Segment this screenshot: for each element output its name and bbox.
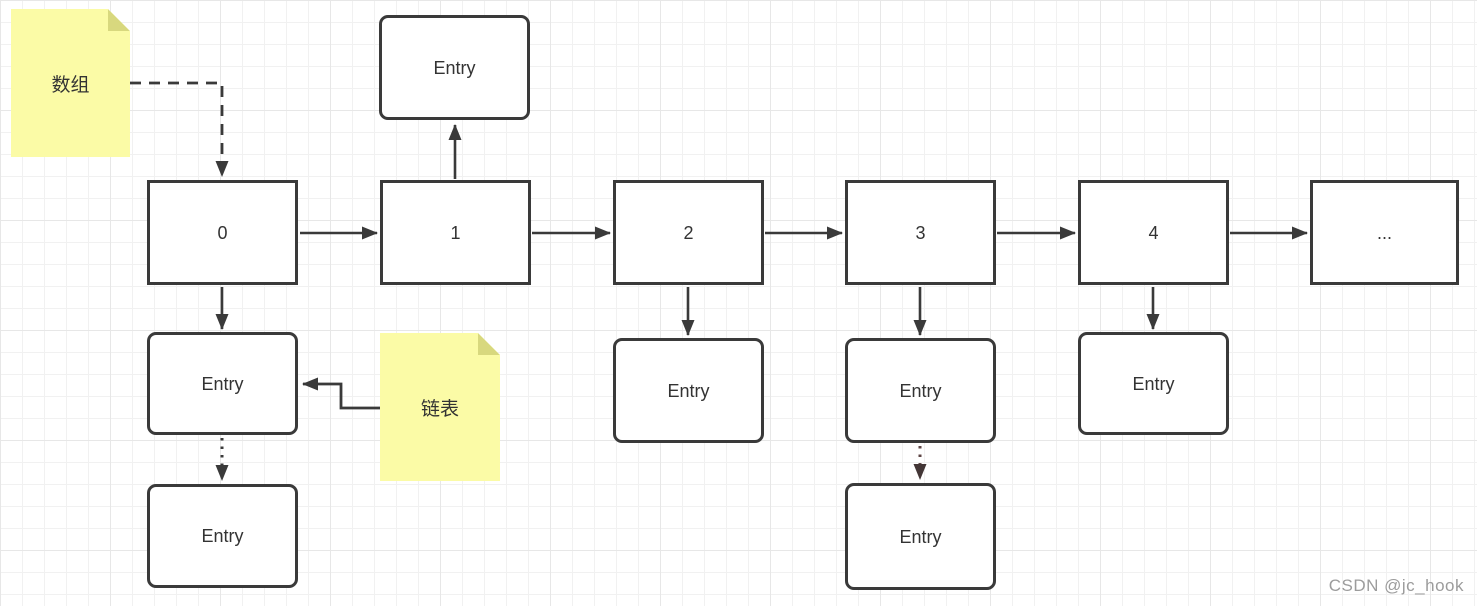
array-note-label: 数组 [51,74,90,96]
array-cell-1: 1 [380,180,531,285]
array-cell-2: 2 [613,180,764,285]
cell-label: 1 [450,222,461,243]
cell-label: 2 [683,222,694,243]
note-fold-corner [478,333,500,355]
dashed-arrow-array-note-to-cell0 [130,81,229,177]
entry-label: Entry [201,373,244,394]
array-cell-more: ... [1310,180,1459,285]
entry-chain-3: Entry [845,483,996,590]
entry-label: Entry [899,526,942,547]
array-cell-0: 0 [147,180,298,285]
entry-label: Entry [433,57,476,78]
entry-label: Entry [899,380,942,401]
entry-label: Entry [1132,373,1175,394]
sticky-note-array: 数组 [11,9,130,157]
cell-label: 3 [915,222,926,243]
entry-label: Entry [667,380,710,401]
cell-label: ... [1376,222,1392,243]
arrow-list-note-to-entry0 [302,377,380,410]
array-cell-3: 3 [845,180,996,285]
cell-label: 4 [1148,222,1159,243]
entry-above-cell1: Entry [379,15,530,120]
entry-bucket-4: Entry [1078,332,1229,435]
csdn-watermark: CSDN @jc_hook [1328,576,1464,595]
entry-bucket-3: Entry [845,338,996,443]
entry-bucket-0: Entry [147,332,298,435]
entry-label: Entry [201,526,244,546]
list-note-label: 链表 [420,398,459,420]
entry-chain-0: Entry [147,484,298,588]
note-fold-corner [108,9,130,31]
sticky-note-list: 链表 [380,333,500,481]
cell-label: 0 [217,222,228,243]
array-cell-4: 4 [1078,180,1229,285]
entry-bucket-2: Entry [613,338,764,443]
